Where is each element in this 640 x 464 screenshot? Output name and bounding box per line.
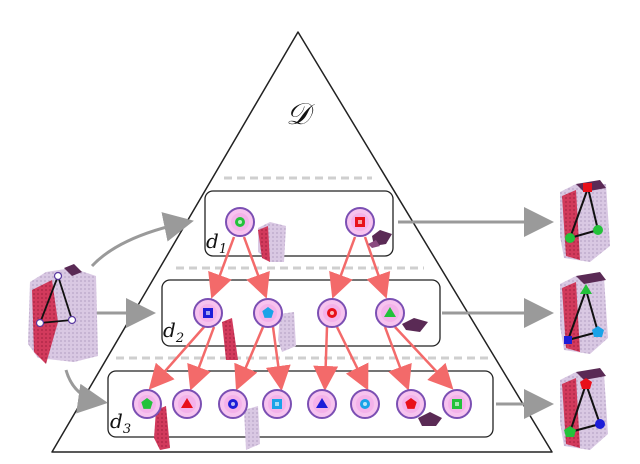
level-box-d1: [204, 190, 394, 257]
flow-arrow-in-d3: [64, 369, 108, 414]
level-label-d1: d1: [206, 229, 227, 257]
protein-fragment-d1-left: [258, 222, 286, 262]
node-d3-1-pentagon: [132, 389, 162, 419]
level-box-d2: [161, 279, 441, 347]
node-d3-3-circle: [218, 389, 248, 419]
circle-icon: [228, 399, 238, 409]
protein-fragment-d2-left: [222, 318, 238, 360]
protein-structure-icon: [28, 264, 98, 364]
tree-edge: [313, 326, 339, 391]
level-box-d3: [107, 370, 494, 438]
square-icon: [355, 217, 365, 227]
node-d2-1-square: [193, 298, 223, 328]
tree-edge: [187, 326, 216, 391]
triangle-icon: [181, 398, 193, 408]
circle-icon: [360, 399, 370, 409]
node-d2-4-triangle: [375, 298, 405, 328]
tree-edge: [394, 326, 454, 390]
node-d2-2-pentagon: [253, 298, 283, 328]
node-d3-5-triangle: [307, 389, 337, 419]
nodes-layer: [132, 207, 472, 419]
protein-fragment-d3-left: [154, 406, 170, 450]
node-d3-6-circle: [350, 389, 380, 419]
tree-edge: [335, 326, 369, 391]
level-label-d2: d2: [163, 318, 184, 346]
triangle-icon: [384, 307, 396, 317]
node-d2-3-circle: [317, 298, 347, 328]
tree-edge: [329, 236, 357, 299]
tree-edge: [234, 326, 265, 391]
node-d3-8-square: [442, 389, 472, 419]
flow-arrow-in-d1: [90, 212, 194, 268]
protein-fragment-d2-right: [402, 318, 428, 332]
circle-icon: [235, 217, 245, 227]
tree-edge: [242, 236, 270, 299]
tree-edges: [148, 236, 454, 391]
protein-fragment-d3-right: [418, 412, 442, 426]
protein-graph-icon-d2: [560, 272, 608, 354]
node-d1-2-square: [345, 207, 375, 237]
square-icon: [203, 308, 213, 318]
tree-edge: [208, 236, 236, 299]
protein-graph-icon-d3: [560, 368, 608, 450]
triangle-icon: [316, 398, 328, 408]
square-icon: [272, 399, 282, 409]
level-label-d3: d3: [110, 409, 131, 437]
node-d3-2-triangle: [172, 389, 202, 419]
node-d3-7-pentagon: [396, 389, 426, 419]
circle-icon: [327, 308, 337, 318]
square-icon: [452, 399, 462, 409]
pentagon-icon: [262, 307, 274, 318]
pentagon-icon: [405, 398, 417, 409]
tree-edge: [383, 326, 412, 391]
tree-edge: [148, 326, 205, 390]
protein-graph-icon-d1: [560, 180, 610, 262]
tree-edge: [363, 236, 391, 299]
flow-arrows: [64, 207, 554, 419]
pyramid-outline: [51, 31, 553, 453]
protein-fragment-d3-mid: [244, 406, 260, 450]
tree-edge: [265, 326, 291, 391]
node-d3-4-square: [262, 389, 292, 419]
protein-fragment-d2-mid: [278, 312, 296, 352]
node-d1-1-circle: [225, 207, 255, 237]
protein-fragment-d1-right: [368, 230, 392, 248]
pentagon-icon: [141, 398, 153, 409]
